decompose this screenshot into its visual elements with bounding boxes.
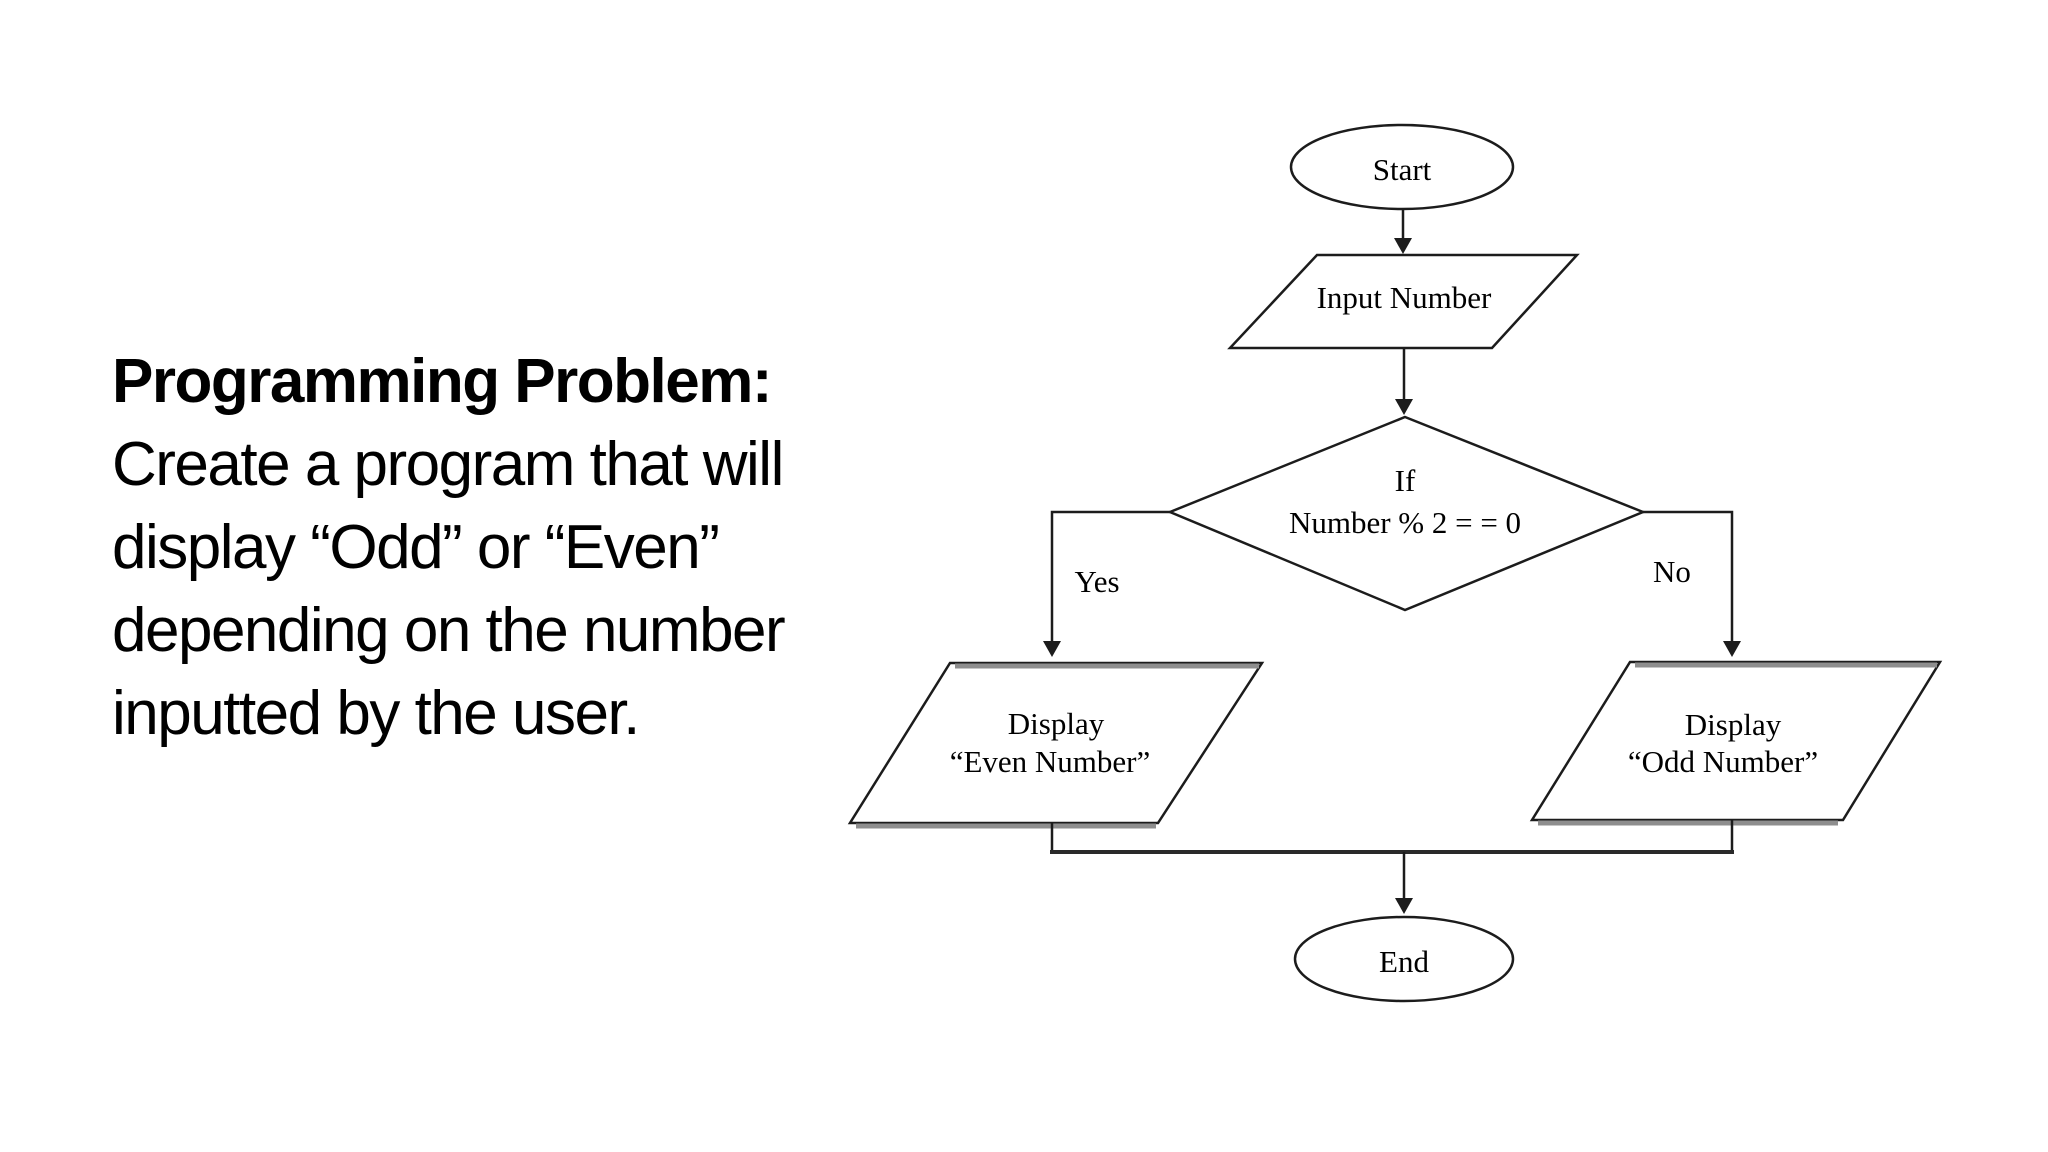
arrowhead-no-branch	[1723, 641, 1741, 657]
arrowhead-start-to-input	[1394, 238, 1412, 254]
problem-title: Programming Problem:	[112, 347, 773, 416]
decision-label-line1: If	[1395, 463, 1416, 498]
problem-statement: Programming Problem: Create a program th…	[112, 340, 932, 755]
decision-label-line2: Number % 2 = = 0	[1289, 505, 1521, 540]
display-odd-label-line1: Display	[1685, 707, 1782, 742]
input-label: Input Number	[1317, 280, 1492, 315]
display-even-parallelogram-shape	[847, 661, 1265, 825]
display-odd-label-line2: “Odd Number”	[1628, 744, 1818, 779]
decision-diamond-shape	[1166, 415, 1647, 612]
problem-line: inputted by the user.	[112, 679, 640, 748]
arrowhead-input-to-decision	[1395, 399, 1413, 415]
edge-no-branch	[1643, 510, 1734, 641]
start-label: Start	[1373, 152, 1432, 187]
arrowhead-join-to-end	[1395, 898, 1413, 914]
no-edge-label: No	[1653, 554, 1691, 589]
problem-line: depending on the number	[112, 596, 786, 665]
end-terminator-shape	[1293, 915, 1515, 1003]
display-odd-parallelogram-shape	[1529, 660, 1943, 822]
display-even-label-line1: Display	[1008, 706, 1105, 741]
start-terminator-shape	[1289, 123, 1515, 211]
yes-edge-label: Yes	[1074, 564, 1119, 599]
input-parallelogram-shape	[1227, 253, 1580, 350]
problem-line: Create a program that will	[112, 430, 784, 499]
problem-line: display “Odd” or “Even”	[112, 513, 720, 582]
end-label: End	[1379, 944, 1429, 979]
arrowhead-yes-branch	[1043, 641, 1061, 657]
display-even-label-line2: “Even Number”	[950, 744, 1151, 779]
edge-yes-branch	[1050, 510, 1170, 641]
